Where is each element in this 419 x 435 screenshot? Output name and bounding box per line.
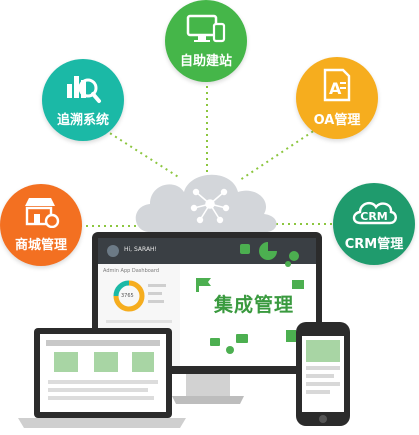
- connector-oa: [240, 128, 318, 180]
- dashboard-title: Admin App Dashboard: [103, 268, 159, 274]
- module-shop[interactable]: 商城管理: [0, 184, 82, 266]
- magnifier-chart-icon: [64, 70, 102, 104]
- smartphone: [296, 322, 350, 426]
- module-crm[interactable]: CRM CRM管理: [333, 183, 415, 265]
- storefront-icon: [22, 196, 60, 228]
- cloud-icon: [136, 175, 277, 232]
- module-web-builder[interactable]: 自助建站: [165, 0, 247, 82]
- module-shop-label: 商城管理: [0, 234, 82, 253]
- module-oa-label: OA管理: [296, 109, 378, 128]
- module-web-label: 自助建站: [165, 50, 247, 69]
- module-crm-label: CRM管理: [333, 233, 415, 252]
- dashboard-greeting: Hi, SARAH!: [124, 246, 157, 253]
- crm-logo-text: CRM: [360, 210, 388, 223]
- module-traceability[interactable]: 追溯系统: [42, 59, 124, 141]
- module-oa[interactable]: A OA管理: [296, 57, 378, 139]
- center-label: 集成管理: [214, 290, 294, 317]
- connector-trace: [105, 130, 180, 178]
- gauge-value: 3765: [121, 293, 134, 299]
- monitor-icon: [186, 14, 226, 44]
- document-icon: A: [322, 68, 352, 102]
- module-trace-label: 追溯系统: [42, 109, 124, 128]
- laptop: [18, 328, 186, 428]
- crm-cloud-icon: CRM: [350, 195, 398, 227]
